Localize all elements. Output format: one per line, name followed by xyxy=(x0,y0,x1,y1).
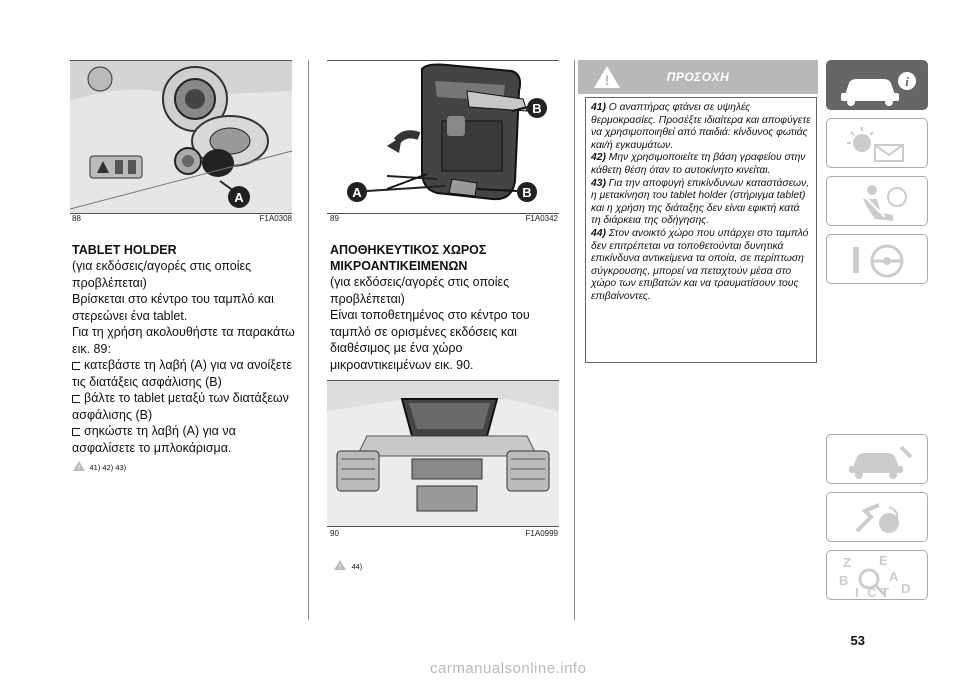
tablet-holder-para2: Για τη χρήση ακολουθήστε τα παρακάτω εικ… xyxy=(72,325,295,356)
tab-multimedia[interactable] xyxy=(826,492,928,542)
tab-driving[interactable] xyxy=(826,234,928,284)
car-service-icon xyxy=(849,445,913,479)
figure-88-caption: 88 F1A0308 xyxy=(72,214,292,223)
svg-text:I: I xyxy=(855,585,859,600)
tablet-holder-subtitle: (για εκδόσεις/αγορές στις οποίες προβλέπ… xyxy=(72,259,252,290)
tab-service[interactable] xyxy=(826,434,928,484)
tablet-holder-para1: Βρίσκεται στο κέντρο του ταμπλό και στερ… xyxy=(72,292,274,323)
step-1: κατεβάστε τη λαβή (A) για να ανοίξετε τι… xyxy=(72,358,292,389)
steering-wheel-icon xyxy=(853,244,904,278)
svg-text:A: A xyxy=(234,190,244,205)
svg-text:!: ! xyxy=(339,564,341,571)
figure-89-code: F1A0342 xyxy=(525,214,558,223)
svg-text:B: B xyxy=(532,101,541,116)
page-number: 53 xyxy=(850,633,865,648)
warning-refs-col1: ! 41) 42) 43) xyxy=(72,459,297,477)
warning-item-42: 42) Μην χρησιμοποιείτε τη βάση γραφείου … xyxy=(591,152,806,176)
car-info-icon: i xyxy=(841,72,916,106)
svg-text:D: D xyxy=(901,581,910,596)
bullet-icon xyxy=(72,362,80,370)
svg-text:i: i xyxy=(905,74,909,89)
cigarette-lighter-illustration: A xyxy=(70,61,292,213)
bullet-icon xyxy=(72,395,80,403)
step-2: βάλτε το tablet μεταξύ των διατάξεων ασφ… xyxy=(72,391,289,422)
storage-heading-line1: ΑΠΟΘΗΚΕΥΤΙΚΟΣ ΧΩΡΟΣ xyxy=(330,243,487,257)
warning-box: 41) Ο αναπτήρας φτάνει σε υψηλές θερμοκρ… xyxy=(585,97,817,363)
figure-88-code: F1A0308 xyxy=(259,214,292,223)
figure-89-number: 89 xyxy=(330,214,339,223)
warning-triangle-icon: ! xyxy=(594,66,620,88)
warning-item-44: 44) Στον ανοικτό χώρο που υπάρχει στο τα… xyxy=(591,227,809,302)
warning-triangle-icon: ! xyxy=(334,560,346,571)
svg-text:A: A xyxy=(889,569,899,584)
watermark: carmanualsonline.info xyxy=(430,660,587,677)
step-3: σηκώστε τη λαβή (A) για να ασφαλίσετε το… xyxy=(72,424,236,455)
svg-text:T: T xyxy=(881,585,889,600)
warning-header: ! ΠΡΟΣΟΧΗ xyxy=(578,60,818,94)
svg-text:C: C xyxy=(867,585,877,600)
svg-text:!: ! xyxy=(605,72,610,88)
figure-90-image xyxy=(327,380,559,527)
figure-89-image: B A B xyxy=(327,60,559,214)
svg-text:E: E xyxy=(879,553,888,568)
svg-text:A: A xyxy=(352,185,362,200)
storage-subtitle: (για εκδόσεις/αγορές στις οποίες προβλέπ… xyxy=(330,275,510,306)
dashboard-storage-illustration xyxy=(327,381,559,526)
multimedia-icon xyxy=(855,503,899,533)
svg-text:B: B xyxy=(839,573,848,588)
warning-item-43: 43) Για την αποφυγή επικίνδυνων καταστάσ… xyxy=(591,177,810,227)
tab-warning-lights[interactable] xyxy=(826,118,928,168)
svg-text:!: ! xyxy=(78,465,80,472)
svg-text:Z: Z xyxy=(843,555,851,570)
warning-triangle-icon: ! xyxy=(73,461,85,472)
tablet-holder-illustration: B A B xyxy=(347,63,547,202)
bullet-icon xyxy=(72,428,80,436)
warning-lights-icon xyxy=(847,127,904,162)
figure-90-number: 90 xyxy=(330,529,339,538)
figure-90-code: F1A0999 xyxy=(525,529,558,538)
tab-safety[interactable] xyxy=(826,176,928,226)
storage-para: Είναι τοποθετημένος στο κέντρο του ταμπλ… xyxy=(330,308,530,372)
col2-text: ΑΠΟΘΗΚΕΥΤΙΚΟΣ ΧΩΡΟΣ ΜΙΚΡΟΑΝΤΙΚΕΙΜΕΝΩΝ (γ… xyxy=(330,242,562,373)
alphabetical-index-icon: Z E B A I C T D xyxy=(839,553,910,600)
figure-90-caption: 90 F1A0999 xyxy=(330,529,558,538)
storage-heading-line2: ΜΙΚΡΟΑΝΤΙΚΕΙΜΕΝΩΝ xyxy=(330,259,468,273)
warning-title: ΠΡΟΣΟΧΗ xyxy=(666,70,730,84)
column-divider xyxy=(308,60,309,620)
airbag-seatbelt-icon xyxy=(863,185,907,221)
tab-index[interactable]: Z E B A I C T D xyxy=(826,550,928,600)
figure-89-caption: 89 F1A0342 xyxy=(330,214,558,223)
tablet-holder-heading: TABLET HOLDER xyxy=(72,243,177,257)
col1-text: TABLET HOLDER (για εκδόσεις/αγορές στις … xyxy=(72,242,297,477)
svg-text:B: B xyxy=(522,185,531,200)
figure-88-image: A xyxy=(70,60,292,214)
warning-item-41: 41) Ο αναπτήρας φτάνει σε υψηλές θερμοκρ… xyxy=(591,102,811,151)
warning-refs-col2: ! 44) xyxy=(333,557,362,575)
figure-88-number: 88 xyxy=(72,214,81,223)
column-divider xyxy=(574,60,575,620)
tab-car-info[interactable]: i xyxy=(826,60,928,110)
